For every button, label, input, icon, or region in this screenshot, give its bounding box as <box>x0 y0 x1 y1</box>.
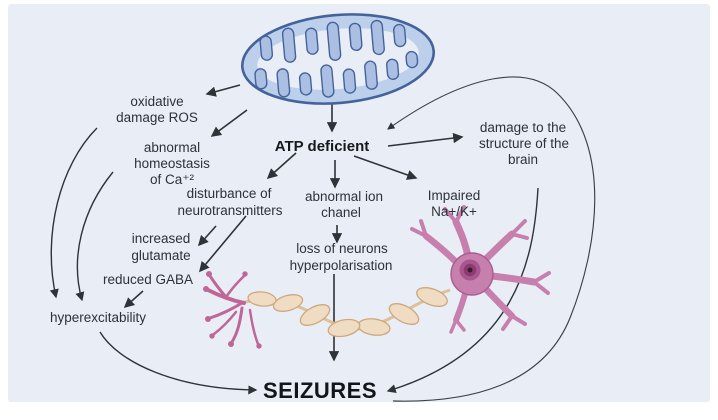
label-neurotransmitter-disturbance-2: neurotransmitters <box>177 203 282 218</box>
arrow-to-glutamate <box>197 225 217 247</box>
label-abnormal-ion-channel: abnormal ion <box>305 189 383 204</box>
arrow-mito-to-ros <box>205 84 241 97</box>
label-abnormal-homeostasis-2: homeostasis <box>134 156 210 171</box>
axon-terminals <box>203 271 262 349</box>
neuron-icon <box>203 205 551 349</box>
mitochondria-icon <box>240 13 436 105</box>
label-oxidative-damage-ros-2: damage ROS <box>116 110 198 125</box>
label-impaired-na-k-2: Na+/K+ <box>431 204 477 219</box>
label-neuron-hyperpolarisation-2: hyperpolarisation <box>290 258 393 273</box>
label-neurotransmitter-disturbance: disturbance of <box>187 186 272 201</box>
curve-seizures-feedback-to-mitochondria <box>387 76 596 402</box>
label-oxidative-damage-ros: oxidative <box>130 94 183 109</box>
label-brain-damage-2: structure of the <box>479 136 569 151</box>
curve-brain-damage-to-seizures <box>386 187 539 394</box>
arrow-to-brain-damage <box>387 132 464 147</box>
label-increased-glutamate: increased <box>132 231 191 246</box>
label-brain-damage-3: brain <box>508 152 538 167</box>
label-layer: oxidative damage ROS abnormal homeostasi… <box>50 94 569 403</box>
label-atp-deficient: ATP deficient <box>275 138 369 155</box>
label-reduced-gaba: reduced GABA <box>103 272 193 287</box>
label-abnormal-homeostasis-3: of Ca⁺² <box>150 172 194 187</box>
curve-homeostasis-to-hyperexcitability <box>75 171 114 302</box>
label-hyperexcitability: hyperexcitability <box>50 310 146 325</box>
arrow-mito-to-homeostasis <box>210 109 248 137</box>
mitochondria-cristae <box>254 19 419 98</box>
label-seizures: SEIZURES <box>263 378 377 403</box>
myelin-sheath <box>247 287 448 338</box>
label-brain-damage: damage to the <box>480 120 566 135</box>
label-increased-glutamate-2: glutamate <box>131 248 190 263</box>
label-impaired-na-k: Impaired <box>428 188 481 203</box>
arrow-layer <box>49 76 596 402</box>
arrow-gaba-to-hyperexcitability <box>123 290 144 309</box>
label-neuron-hyperpolarisation: loss of neurons <box>296 241 388 256</box>
label-abnormal-homeostasis: abnormal <box>144 140 200 155</box>
arrow-atp-to-neurotransmitters <box>266 152 297 180</box>
arrow-to-gaba <box>198 215 247 273</box>
diagram-background <box>8 4 710 402</box>
curve-hyperexcitability-to-seizures <box>99 331 258 395</box>
neuron-nucleolus <box>467 267 473 273</box>
curve-ros-to-hyperexcitability <box>49 127 98 299</box>
arrow-atp-to-impaired <box>353 155 418 180</box>
label-abnormal-ion-channel-2: chanel <box>321 205 361 220</box>
